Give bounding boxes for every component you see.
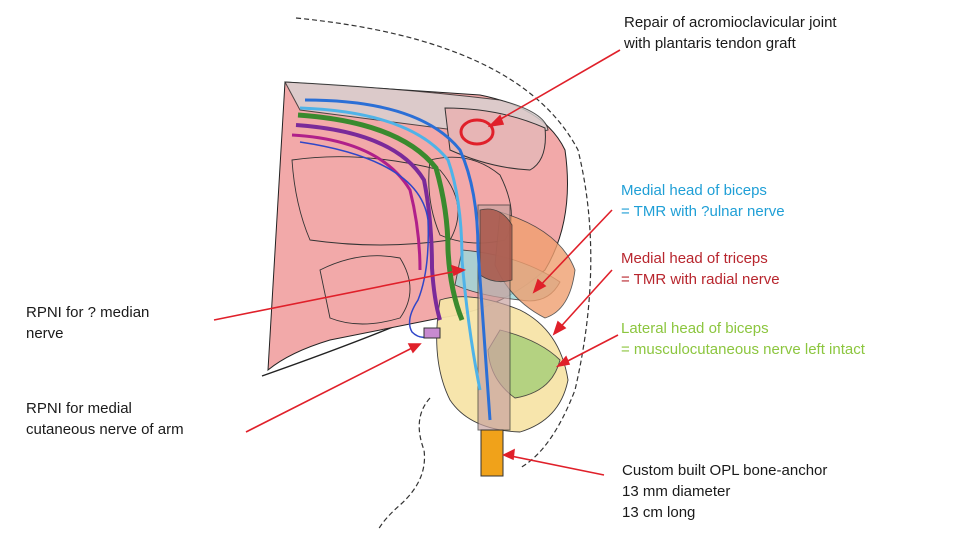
label-rpni-medial-cutaneous: RPNI for medial cutaneous nerve of arm [26, 398, 184, 440]
brown-muscle [480, 209, 512, 282]
label-rpni-median: RPNI for ? median nerve [26, 302, 149, 344]
label-lateral-head-biceps: Lateral head of biceps = musculocutaneou… [621, 318, 865, 360]
label-opl-bone-anchor: Custom built OPL bone-anchor 13 mm diame… [622, 460, 827, 523]
rpni-medial-cutaneous-marker [424, 328, 440, 338]
bone-anchor [481, 430, 503, 476]
torso-outline [378, 398, 430, 530]
label-medial-head-biceps: Medial head of biceps = TMR with ?ulnar … [621, 180, 785, 222]
label-acromioclavicular: Repair of acromioclavicular joint with p… [624, 12, 837, 54]
label-medial-head-triceps: Medial head of triceps = TMR with radial… [621, 248, 780, 290]
